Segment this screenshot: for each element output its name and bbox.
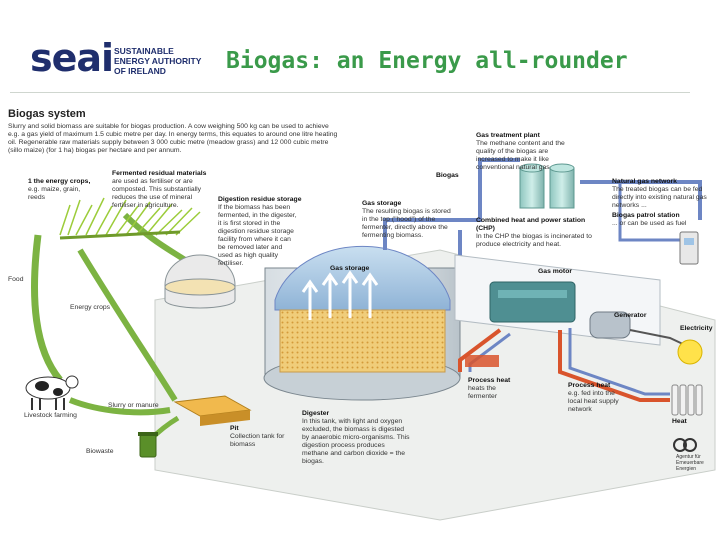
digester-body: In this tank, with light and oxygen excl… bbox=[302, 418, 410, 465]
electricity-line bbox=[629, 329, 686, 346]
gas-motor-label: Gas motor bbox=[538, 268, 572, 275]
slide-title: Biogas: an Energy all-rounder bbox=[226, 48, 628, 74]
biogas-pipe bbox=[383, 158, 520, 250]
gas-dome bbox=[274, 245, 451, 311]
process-heat2-title: Process heat bbox=[568, 382, 611, 389]
biogas-label: Biogas bbox=[436, 172, 459, 179]
system-title: Biogas system bbox=[8, 108, 86, 120]
lightbulb-icon bbox=[677, 339, 703, 365]
natural-gas-body: The treated biogas can be fed directly i… bbox=[612, 186, 707, 209]
heat-exchanger bbox=[465, 355, 499, 367]
slurry-label: Slurry or manure bbox=[108, 402, 159, 409]
gas-rise-arrows bbox=[301, 270, 379, 320]
fuel-pipe bbox=[618, 182, 680, 242]
chp-title: Combined heat and power station (CHP) bbox=[476, 217, 586, 232]
energy-crops-title: 1 the energy crops, bbox=[28, 178, 91, 185]
pit-body: Collection tank for biomass bbox=[230, 433, 285, 448]
residue-storage-title: Digestion residue storage bbox=[218, 196, 302, 203]
gas-treatment-title: Gas treatment plant bbox=[476, 132, 540, 139]
gas-treatment-body: The methane content and the quality of t… bbox=[476, 140, 565, 171]
fertiliser-arrow bbox=[122, 212, 187, 263]
livestock-label: Livestock farming bbox=[24, 412, 77, 419]
crop-to-pit-arrow bbox=[77, 248, 178, 402]
title-divider bbox=[10, 92, 690, 93]
district-heat-return bbox=[568, 328, 670, 396]
process-heat-body: heats the fermenter bbox=[468, 385, 498, 400]
patrol-station-body: ... or can be used as fuel bbox=[612, 220, 687, 227]
cow-icon bbox=[25, 375, 79, 410]
process-heat-title: Process heat bbox=[468, 377, 511, 384]
credit-logo bbox=[673, 438, 697, 452]
chp-body: In the CHP the biogas is incinerated to … bbox=[476, 233, 592, 248]
energy-crop-arrow bbox=[31, 234, 63, 383]
generator-unit bbox=[589, 311, 631, 339]
pit-title: Pit bbox=[230, 425, 239, 432]
radiator-icon bbox=[671, 384, 703, 416]
seai-logo: seai SUSTAINABLE ENERGY AUTHORITY OF IRE… bbox=[30, 36, 230, 82]
biogas-diagram bbox=[25, 158, 716, 521]
energy-crops-body: e.g. maize, grain, reeds bbox=[28, 186, 81, 201]
logo-subtitle: SUSTAINABLE ENERGY AUTHORITY OF IRELAND bbox=[114, 46, 201, 76]
digester-title: Digester bbox=[302, 410, 330, 417]
bin-icon bbox=[138, 432, 158, 458]
process-heat2-body: e.g. fed into the local heat supply netw… bbox=[568, 390, 619, 413]
food-label: Food bbox=[8, 276, 24, 283]
logo-wordmark: seai bbox=[30, 36, 114, 80]
manure-arrow bbox=[68, 397, 171, 416]
biowaste-label: Biowaste bbox=[86, 448, 114, 455]
process-heat-pipe bbox=[458, 328, 502, 372]
generator-label: Generator bbox=[614, 312, 647, 319]
crop-field bbox=[59, 197, 201, 240]
digestate bbox=[279, 309, 446, 373]
credit-text: Agentur für Erneuerbare Energien bbox=[676, 454, 704, 472]
logo-line-2: ENERGY AUTHORITY bbox=[114, 56, 202, 66]
gas-motor bbox=[489, 281, 576, 323]
heat-label: Heat bbox=[672, 418, 687, 425]
gas-treatment-plant bbox=[519, 163, 575, 209]
gas-storage-body: The resulting biogas is stored in the to… bbox=[362, 208, 451, 239]
natural-gas-title: Natural gas network bbox=[612, 178, 677, 185]
logo-line-3: OF IRELAND bbox=[114, 66, 166, 76]
logo-line-1: SUSTAINABLE bbox=[114, 46, 174, 56]
intro-text: Slurry and solid biomass are suitable fo… bbox=[8, 123, 338, 154]
fuel-pump-icon bbox=[679, 231, 699, 265]
fermented-title: Fermented residual materials bbox=[112, 170, 207, 177]
district-heat-pipe bbox=[558, 330, 670, 402]
patrol-station-title: Biogas patrol station bbox=[612, 212, 680, 219]
residue-storage-body: If the biomass has been fermented, in th… bbox=[218, 204, 297, 267]
gas-storage-title: Gas storage bbox=[362, 200, 402, 207]
energy-crops-label: Energy crops bbox=[70, 304, 111, 311]
electricity-label: Electricity bbox=[680, 325, 713, 332]
fermented-body: are used as fertiliser or are composted.… bbox=[112, 178, 202, 209]
gas-storage-label: Gas storage bbox=[330, 265, 370, 272]
